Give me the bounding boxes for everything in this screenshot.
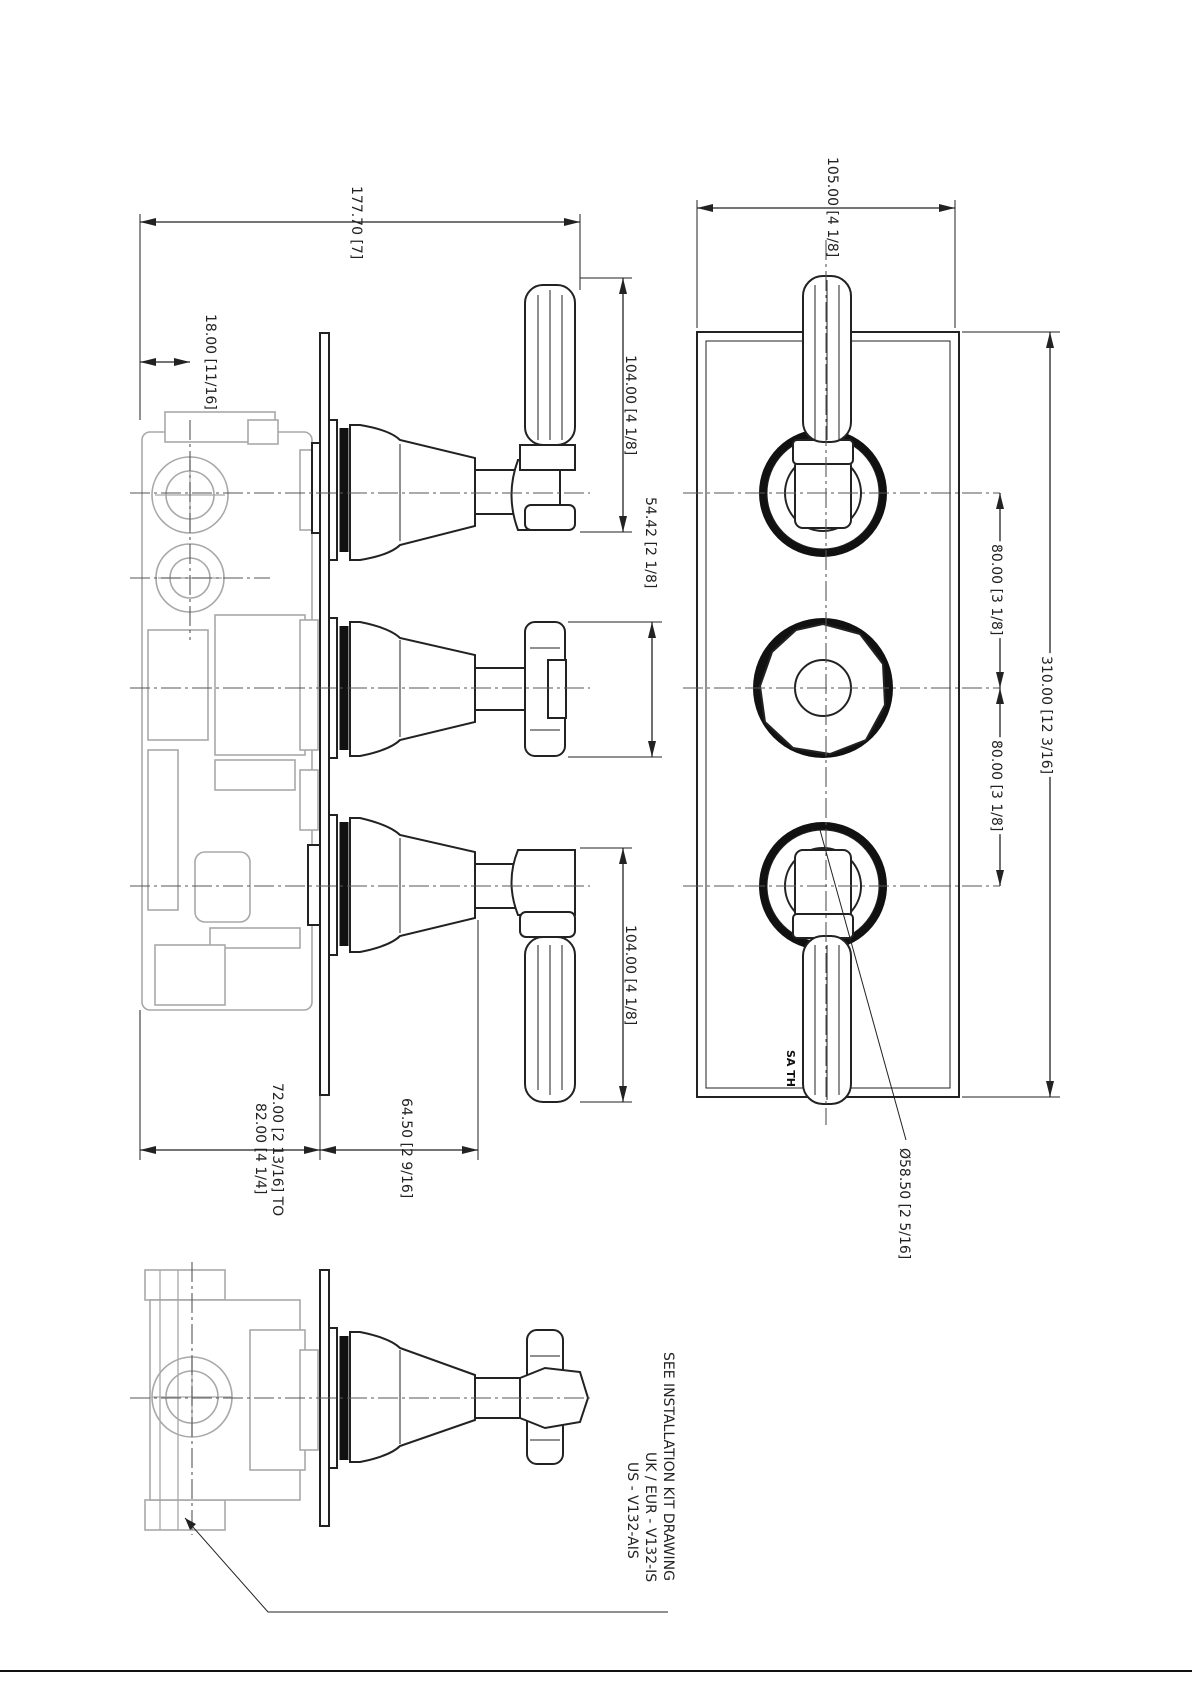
dim-plate-height: 310.00 [12 3/16] [1038, 656, 1054, 774]
ghost-install-kit [145, 1270, 318, 1530]
wall-plate-side [320, 333, 329, 1095]
escutcheon-bottom [329, 815, 475, 955]
dim-plate-offset: 18.00 [11/16] [202, 314, 218, 410]
side-view [130, 285, 590, 1102]
page-bottom-rule [0, 1670, 1192, 1687]
cross-knob-side [525, 622, 566, 756]
escutcheon-top [329, 420, 475, 560]
front-view: SA TH [683, 240, 1000, 1140]
note-line3: US - V132-AIS [624, 1462, 640, 1559]
brand-mark: SA TH [784, 1050, 797, 1087]
note-line2: UK / EUR - V132-IS [642, 1452, 658, 1582]
note-line1: SEE INSTALLATION KIT DRAWING [660, 1352, 676, 1581]
dim-spacing-lower: 80.00 [3 1/8] [988, 740, 1004, 831]
dim-knob-height: 54.42 [2 1/8] [642, 497, 658, 588]
lever-handle-bottom-side [512, 850, 576, 1102]
cross-knob-single-side [520, 1330, 588, 1464]
ghost-valve-body [142, 412, 318, 1010]
side-view-single [130, 1262, 668, 1612]
dim-plate-width: 105.00 [4 1/8] [824, 157, 840, 257]
dim-body-depth-line1: 72.00 [2 13/16] TO [269, 1083, 285, 1216]
dim-rose-diameter: Ø58.50 [2 5/16] [896, 1148, 912, 1259]
installation-note: SEE INSTALLATION KIT DRAWING UK / EUR - … [624, 1352, 676, 1582]
dim-overall-depth: 177.70 [7] [348, 186, 364, 259]
dim-body-depth-line2: 82.00 [4 1/4] [252, 1103, 268, 1194]
dim-spacing-upper: 80.00 [3 1/8] [988, 544, 1004, 635]
dim-lever-length-bottom: 104.00 [4 1/8] [622, 925, 638, 1025]
dim-lever-length-top: 104.00 [4 1/8] [622, 355, 638, 455]
dim-projection: 64.50 [2 9/16] [398, 1098, 414, 1198]
